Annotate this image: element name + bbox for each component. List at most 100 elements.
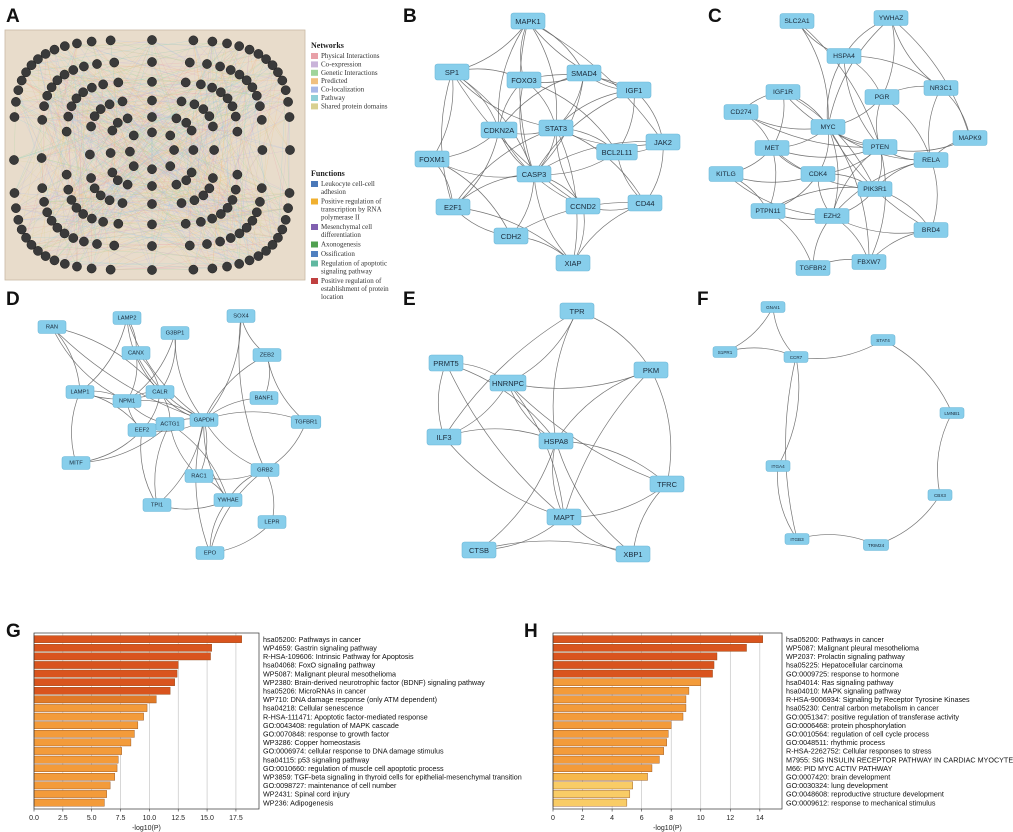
network-a-edge bbox=[76, 43, 210, 117]
gene-node-cd274[interactable]: CD274 bbox=[723, 104, 759, 120]
network-a-edge bbox=[83, 66, 257, 96]
gene-node-tfrc[interactable]: TFRC bbox=[649, 475, 685, 493]
gene-node-sp1[interactable]: SP1 bbox=[434, 63, 470, 81]
gene-node-hnrnpc[interactable]: HNRNPC bbox=[489, 374, 527, 392]
gene-node-igf1[interactable]: IGF1 bbox=[616, 81, 652, 99]
network-edge bbox=[890, 17, 971, 139]
network-a-node bbox=[68, 233, 79, 243]
gene-node-npm1[interactable]: NPM1 bbox=[112, 394, 142, 408]
network-a-edge bbox=[83, 66, 233, 201]
gene-node-stat3[interactable]: STAT3 bbox=[538, 119, 574, 137]
network-a-node bbox=[92, 59, 102, 69]
gene-node-nr3c1[interactable]: NR3C1 bbox=[923, 80, 959, 96]
gene-node-label: KITLG bbox=[716, 171, 736, 178]
gene-node-bcl2l11[interactable]: BCL2L11 bbox=[596, 143, 638, 161]
gene-node-g3bp1[interactable]: G3BP1 bbox=[160, 326, 190, 340]
gene-node-ywhaz[interactable]: YWHAZ bbox=[873, 10, 909, 26]
gene-node-foxo3[interactable]: FOXO3 bbox=[506, 71, 542, 89]
gene-node-ran[interactable]: RAN bbox=[37, 320, 67, 334]
gene-node-trim24[interactable]: TRIM24 bbox=[863, 539, 889, 551]
gene-node-banf1[interactable]: BANF1 bbox=[249, 391, 279, 405]
gene-node-foxm1[interactable]: FOXM1 bbox=[414, 150, 450, 168]
gene-node-cdk4[interactable]: CDK4 bbox=[800, 166, 836, 182]
gene-node-cbx3[interactable]: CBX3 bbox=[927, 489, 953, 501]
network-a-node bbox=[95, 104, 106, 114]
gene-node-hspa4[interactable]: HSPA4 bbox=[826, 48, 862, 64]
gene-node-met[interactable]: MET bbox=[754, 140, 790, 156]
gene-node-epo[interactable]: EPO bbox=[195, 546, 225, 560]
gene-node-ptpn11[interactable]: PTPN11 bbox=[750, 203, 786, 219]
gene-node-gnai1[interactable]: GNAI1 bbox=[760, 301, 786, 313]
gene-node-cd44[interactable]: CD44 bbox=[627, 194, 663, 212]
gene-node-tpr[interactable]: TPR bbox=[559, 302, 595, 320]
gene-node-lmnb1[interactable]: LMNB1 bbox=[939, 407, 965, 419]
gene-node-tgfbr1[interactable]: TGFBR1 bbox=[290, 415, 322, 429]
gene-node-fbxw7[interactable]: FBXW7 bbox=[851, 254, 887, 270]
gene-node-tpi1[interactable]: TPI1 bbox=[142, 498, 172, 512]
network-a-edge bbox=[212, 41, 215, 151]
gene-node-gapdh[interactable]: GAPDH bbox=[189, 413, 219, 427]
gene-node-prmt5[interactable]: PRMT5 bbox=[428, 354, 464, 372]
network-a-edge bbox=[261, 119, 290, 194]
gene-node-xiap[interactable]: XIAP bbox=[555, 254, 591, 272]
gene-node-sox4[interactable]: SOX4 bbox=[226, 309, 256, 323]
gene-node-actg1[interactable]: ACTG1 bbox=[155, 417, 185, 431]
gene-node-casp3[interactable]: CASP3 bbox=[516, 165, 552, 183]
network-a-edge bbox=[64, 46, 182, 204]
gene-node-pten[interactable]: PTEN bbox=[862, 139, 898, 155]
gene-node-rela[interactable]: RELA bbox=[913, 152, 949, 168]
gene-node-pkm[interactable]: PKM bbox=[633, 361, 669, 379]
gene-node-myc[interactable]: MYC bbox=[810, 119, 846, 135]
gene-node-mitf[interactable]: MITF bbox=[61, 456, 91, 470]
gene-node-label: LEPR bbox=[264, 520, 279, 526]
gene-node-mapt[interactable]: MAPT bbox=[546, 508, 582, 526]
gene-node-slc2a1[interactable]: SLC2A1 bbox=[779, 13, 815, 29]
gene-node-cdh2[interactable]: CDH2 bbox=[493, 227, 529, 245]
network-a-node bbox=[147, 76, 157, 87]
network-a-node bbox=[256, 183, 267, 193]
gene-node-zeb2[interactable]: ZEB2 bbox=[252, 348, 282, 362]
gene-node-itga4[interactable]: ITGA4 bbox=[765, 460, 791, 472]
gene-node-stat4[interactable]: STAT4 bbox=[870, 334, 896, 346]
gene-node-label: PGR bbox=[875, 94, 890, 101]
network-a-node bbox=[147, 127, 157, 138]
gene-node-eef2[interactable]: EEF2 bbox=[127, 423, 157, 437]
gene-node-ywhae[interactable]: YWHAE bbox=[213, 493, 243, 507]
network-a-edge bbox=[133, 135, 236, 190]
gene-node-lepr[interactable]: LEPR bbox=[257, 515, 287, 529]
gene-node-igf1r[interactable]: IGF1R bbox=[765, 84, 801, 100]
gene-node-ilf3[interactable]: ILF3 bbox=[426, 428, 462, 446]
gene-node-e2f1[interactable]: E2F1 bbox=[435, 198, 471, 216]
gene-node-calr[interactable]: CALR bbox=[145, 385, 175, 399]
gene-node-mapk1[interactable]: MAPK1 bbox=[510, 12, 546, 30]
gene-node-ezh2[interactable]: EZH2 bbox=[814, 208, 850, 224]
gene-node-canx[interactable]: CANX bbox=[121, 346, 151, 360]
gene-node-ctsb[interactable]: CTSB bbox=[461, 541, 497, 559]
network-a-edge bbox=[31, 39, 153, 66]
gene-node-box bbox=[760, 301, 786, 313]
gene-node-rac1[interactable]: RAC1 bbox=[184, 469, 214, 483]
gene-node-cdkn2a[interactable]: CDKN2A bbox=[480, 121, 518, 139]
gene-node-kitlg[interactable]: KITLG bbox=[708, 166, 744, 182]
gene-node-ccr7[interactable]: CCR7 bbox=[783, 351, 809, 363]
gene-node-ccnd2[interactable]: CCND2 bbox=[565, 197, 601, 215]
gene-node-lamp2[interactable]: LAMP2 bbox=[112, 311, 142, 325]
bar bbox=[552, 730, 669, 738]
gene-node-smad4[interactable]: SMAD4 bbox=[566, 64, 602, 82]
network-edge bbox=[796, 20, 829, 128]
gene-node-jak2[interactable]: JAK2 bbox=[645, 133, 681, 151]
gene-node-hspa8[interactable]: HSPA8 bbox=[538, 432, 574, 450]
network-a-node bbox=[104, 195, 115, 206]
gene-node-grb2[interactable]: GRB2 bbox=[250, 463, 280, 477]
gene-node-mapk9[interactable]: MAPK9 bbox=[952, 130, 988, 146]
gene-node-lamp1[interactable]: LAMP1 bbox=[65, 385, 95, 399]
gene-node-itgb3[interactable]: ITGB3 bbox=[784, 533, 810, 545]
gene-node-tgfbr2[interactable]: TGFBR2 bbox=[795, 260, 831, 276]
gene-node-s1pr1[interactable]: S1PR1 bbox=[712, 346, 738, 358]
gene-node-label: FOXM1 bbox=[419, 155, 445, 164]
gene-node-pgr[interactable]: PGR bbox=[864, 89, 900, 105]
gene-node-xbp1[interactable]: XBP1 bbox=[615, 545, 651, 563]
gene-node-brd4[interactable]: BRD4 bbox=[913, 222, 949, 238]
gene-node-pik3r1[interactable]: PIK3R1 bbox=[857, 181, 893, 197]
